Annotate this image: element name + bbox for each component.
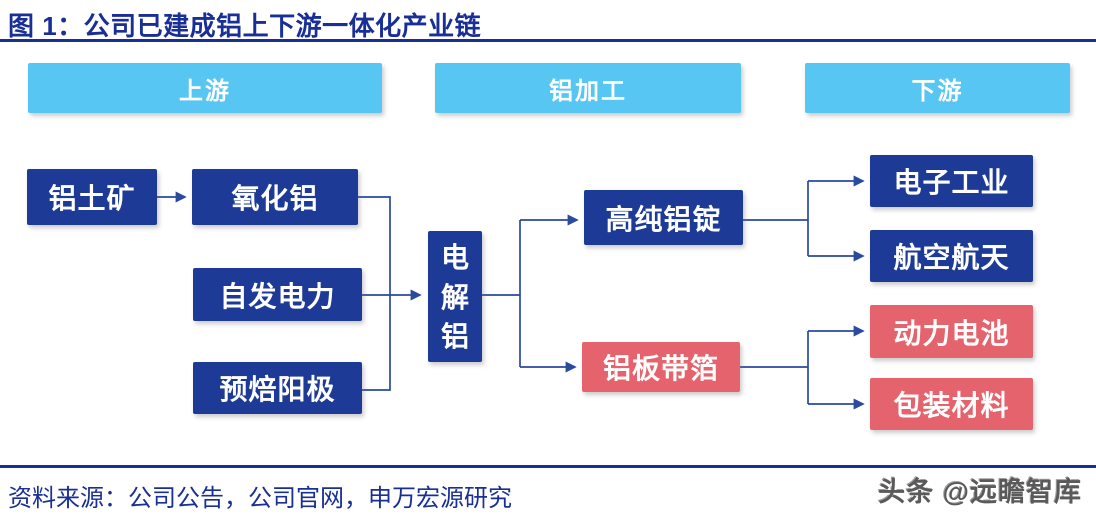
node-electrolytic-aluminum: 电解铝: [428, 231, 482, 362]
figure-title: 图 1：公司已建成铝上下游一体化产业链: [8, 11, 482, 41]
node-sheet-strip-foil: 铝板带箔: [582, 342, 740, 392]
node-power-battery: 动力电池: [870, 305, 1033, 358]
title-divider: [0, 39, 1096, 42]
node-self-generated-power: 自发电力: [193, 268, 362, 321]
node-bauxite: 铝土矿: [27, 169, 157, 225]
node-prebaked-anode: 预焙阳极: [193, 362, 362, 414]
node-high-purity-ingot: 高纯铝锭: [584, 190, 743, 245]
column-header-downstream: 下游: [805, 63, 1070, 113]
node-alumina: 氧化铝: [192, 169, 358, 225]
source-note: 资料来源：公司公告，公司官网，申万宏源研究: [8, 485, 512, 512]
column-header-processing: 铝加工: [435, 63, 741, 113]
node-electronics-industry: 电子工业: [870, 155, 1033, 207]
node-aerospace: 航空航天: [870, 230, 1033, 282]
footer-divider: [0, 465, 1096, 468]
column-header-upstream: 上游: [28, 63, 382, 113]
node-packaging-materials: 包装材料: [870, 378, 1033, 430]
watermark: 头条 @远瞻智库: [878, 477, 1082, 507]
